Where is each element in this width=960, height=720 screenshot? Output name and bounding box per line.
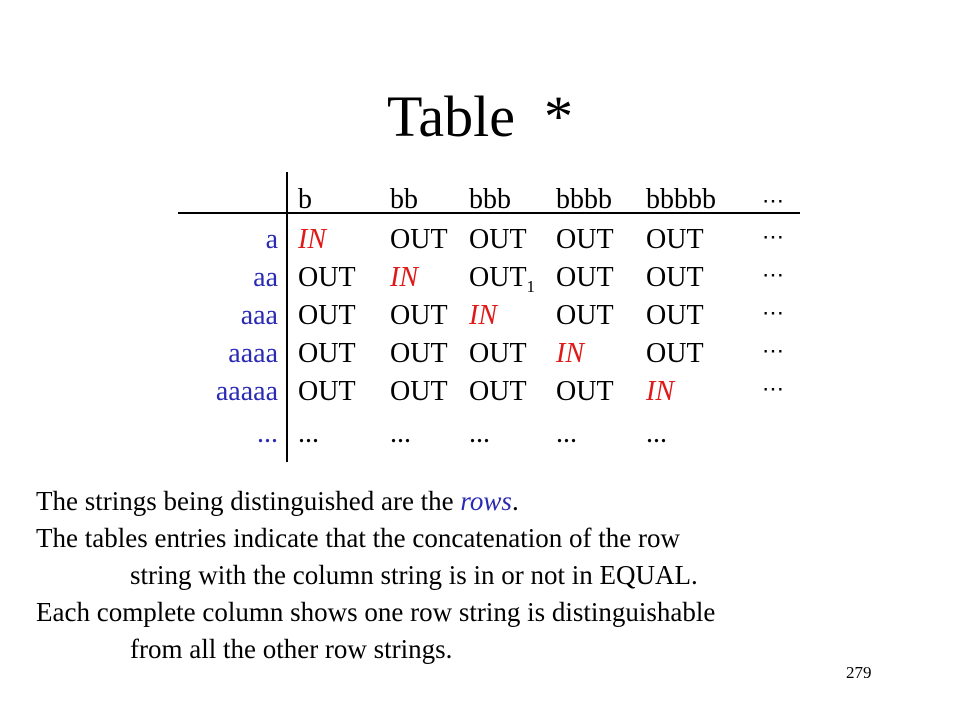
column-continuation: ⋯ bbox=[762, 188, 785, 213]
rows-emphasis: rows bbox=[460, 486, 512, 516]
table-cell: OUT bbox=[298, 262, 356, 293]
table-cell: OUT bbox=[298, 300, 356, 331]
table-cell: OUT bbox=[556, 300, 614, 331]
row-label-more: ... bbox=[257, 418, 278, 449]
cell-subscript: 1 bbox=[526, 277, 536, 296]
table-cell: OUT bbox=[646, 224, 704, 255]
table-header-divider bbox=[178, 212, 800, 214]
table-cell: OUT bbox=[646, 262, 704, 293]
explanation-text: The strings being distinguished are the … bbox=[36, 483, 936, 668]
row-continuation: ⋯ bbox=[762, 376, 785, 401]
table-cell: IN bbox=[646, 376, 674, 407]
table-cell: OUT bbox=[556, 224, 614, 255]
row-label-aa: aa bbox=[253, 262, 278, 293]
table-cell: OUT bbox=[469, 338, 527, 369]
table-cell: OUT bbox=[646, 338, 704, 369]
explanation-line-start: The strings being distinguished are the bbox=[36, 486, 461, 516]
table-cell: OUT bbox=[390, 338, 448, 369]
table-cell: ... bbox=[469, 418, 490, 449]
table-cell: OUT1 bbox=[469, 262, 535, 296]
column-header-b: b bbox=[298, 184, 312, 215]
row-continuation: ⋯ bbox=[762, 224, 785, 249]
explanation-line: The tables entries indicate that the con… bbox=[36, 523, 680, 553]
table-cell: OUT bbox=[556, 262, 614, 293]
row-continuation: ⋯ bbox=[762, 338, 785, 363]
table-cell: OUT bbox=[298, 338, 356, 369]
table-cell: OUT bbox=[390, 376, 448, 407]
table-cell: OUT bbox=[390, 300, 448, 331]
table-cell: ... bbox=[556, 418, 577, 449]
table-cell: OUT bbox=[298, 376, 356, 407]
column-header-bbb: bbb bbox=[469, 184, 511, 215]
table-row-divider bbox=[286, 172, 288, 462]
explanation-line: from all the other row strings. bbox=[130, 634, 453, 664]
table-cell: ... bbox=[298, 418, 319, 449]
row-label-aaaa: aaaa bbox=[228, 338, 278, 369]
table-cell-text: OUT bbox=[469, 262, 527, 293]
explanation-line: The strings being distinguished are the … bbox=[36, 483, 936, 520]
page-number: 279 bbox=[846, 663, 872, 682]
distinguishing-table: b bb bbb bbbb bbbbb ⋯ a IN OUT OUT OUT O… bbox=[178, 172, 800, 462]
table-cell: OUT bbox=[556, 376, 614, 407]
row-continuation: ⋯ bbox=[762, 300, 785, 325]
table-cell: OUT bbox=[390, 224, 448, 255]
column-header-bb: bb bbox=[390, 184, 418, 215]
table-cell: IN bbox=[298, 224, 326, 255]
row-continuation: ⋯ bbox=[762, 262, 785, 287]
column-header-bbbb: bbbb bbox=[556, 184, 612, 215]
table-cell: OUT bbox=[469, 224, 527, 255]
column-header-bbbbb: bbbbb bbox=[646, 184, 716, 215]
row-label-aaa: aaa bbox=[240, 300, 278, 331]
table-cell: OUT bbox=[469, 376, 527, 407]
table-cell: ... bbox=[646, 418, 667, 449]
row-label-a: a bbox=[265, 224, 278, 255]
table-cell: OUT bbox=[646, 300, 704, 331]
table-cell: IN bbox=[390, 262, 418, 293]
slide-title: Table * bbox=[387, 84, 573, 149]
explanation-line: string with the column string is in or n… bbox=[130, 560, 698, 590]
table-cell: IN bbox=[469, 300, 497, 331]
table-cell: ... bbox=[390, 418, 411, 449]
explanation-line: Each complete column shows one row strin… bbox=[36, 597, 716, 627]
table-cell: IN bbox=[556, 338, 584, 369]
explanation-line-end: . bbox=[511, 486, 519, 516]
row-label-aaaaa: aaaaa bbox=[215, 376, 278, 407]
